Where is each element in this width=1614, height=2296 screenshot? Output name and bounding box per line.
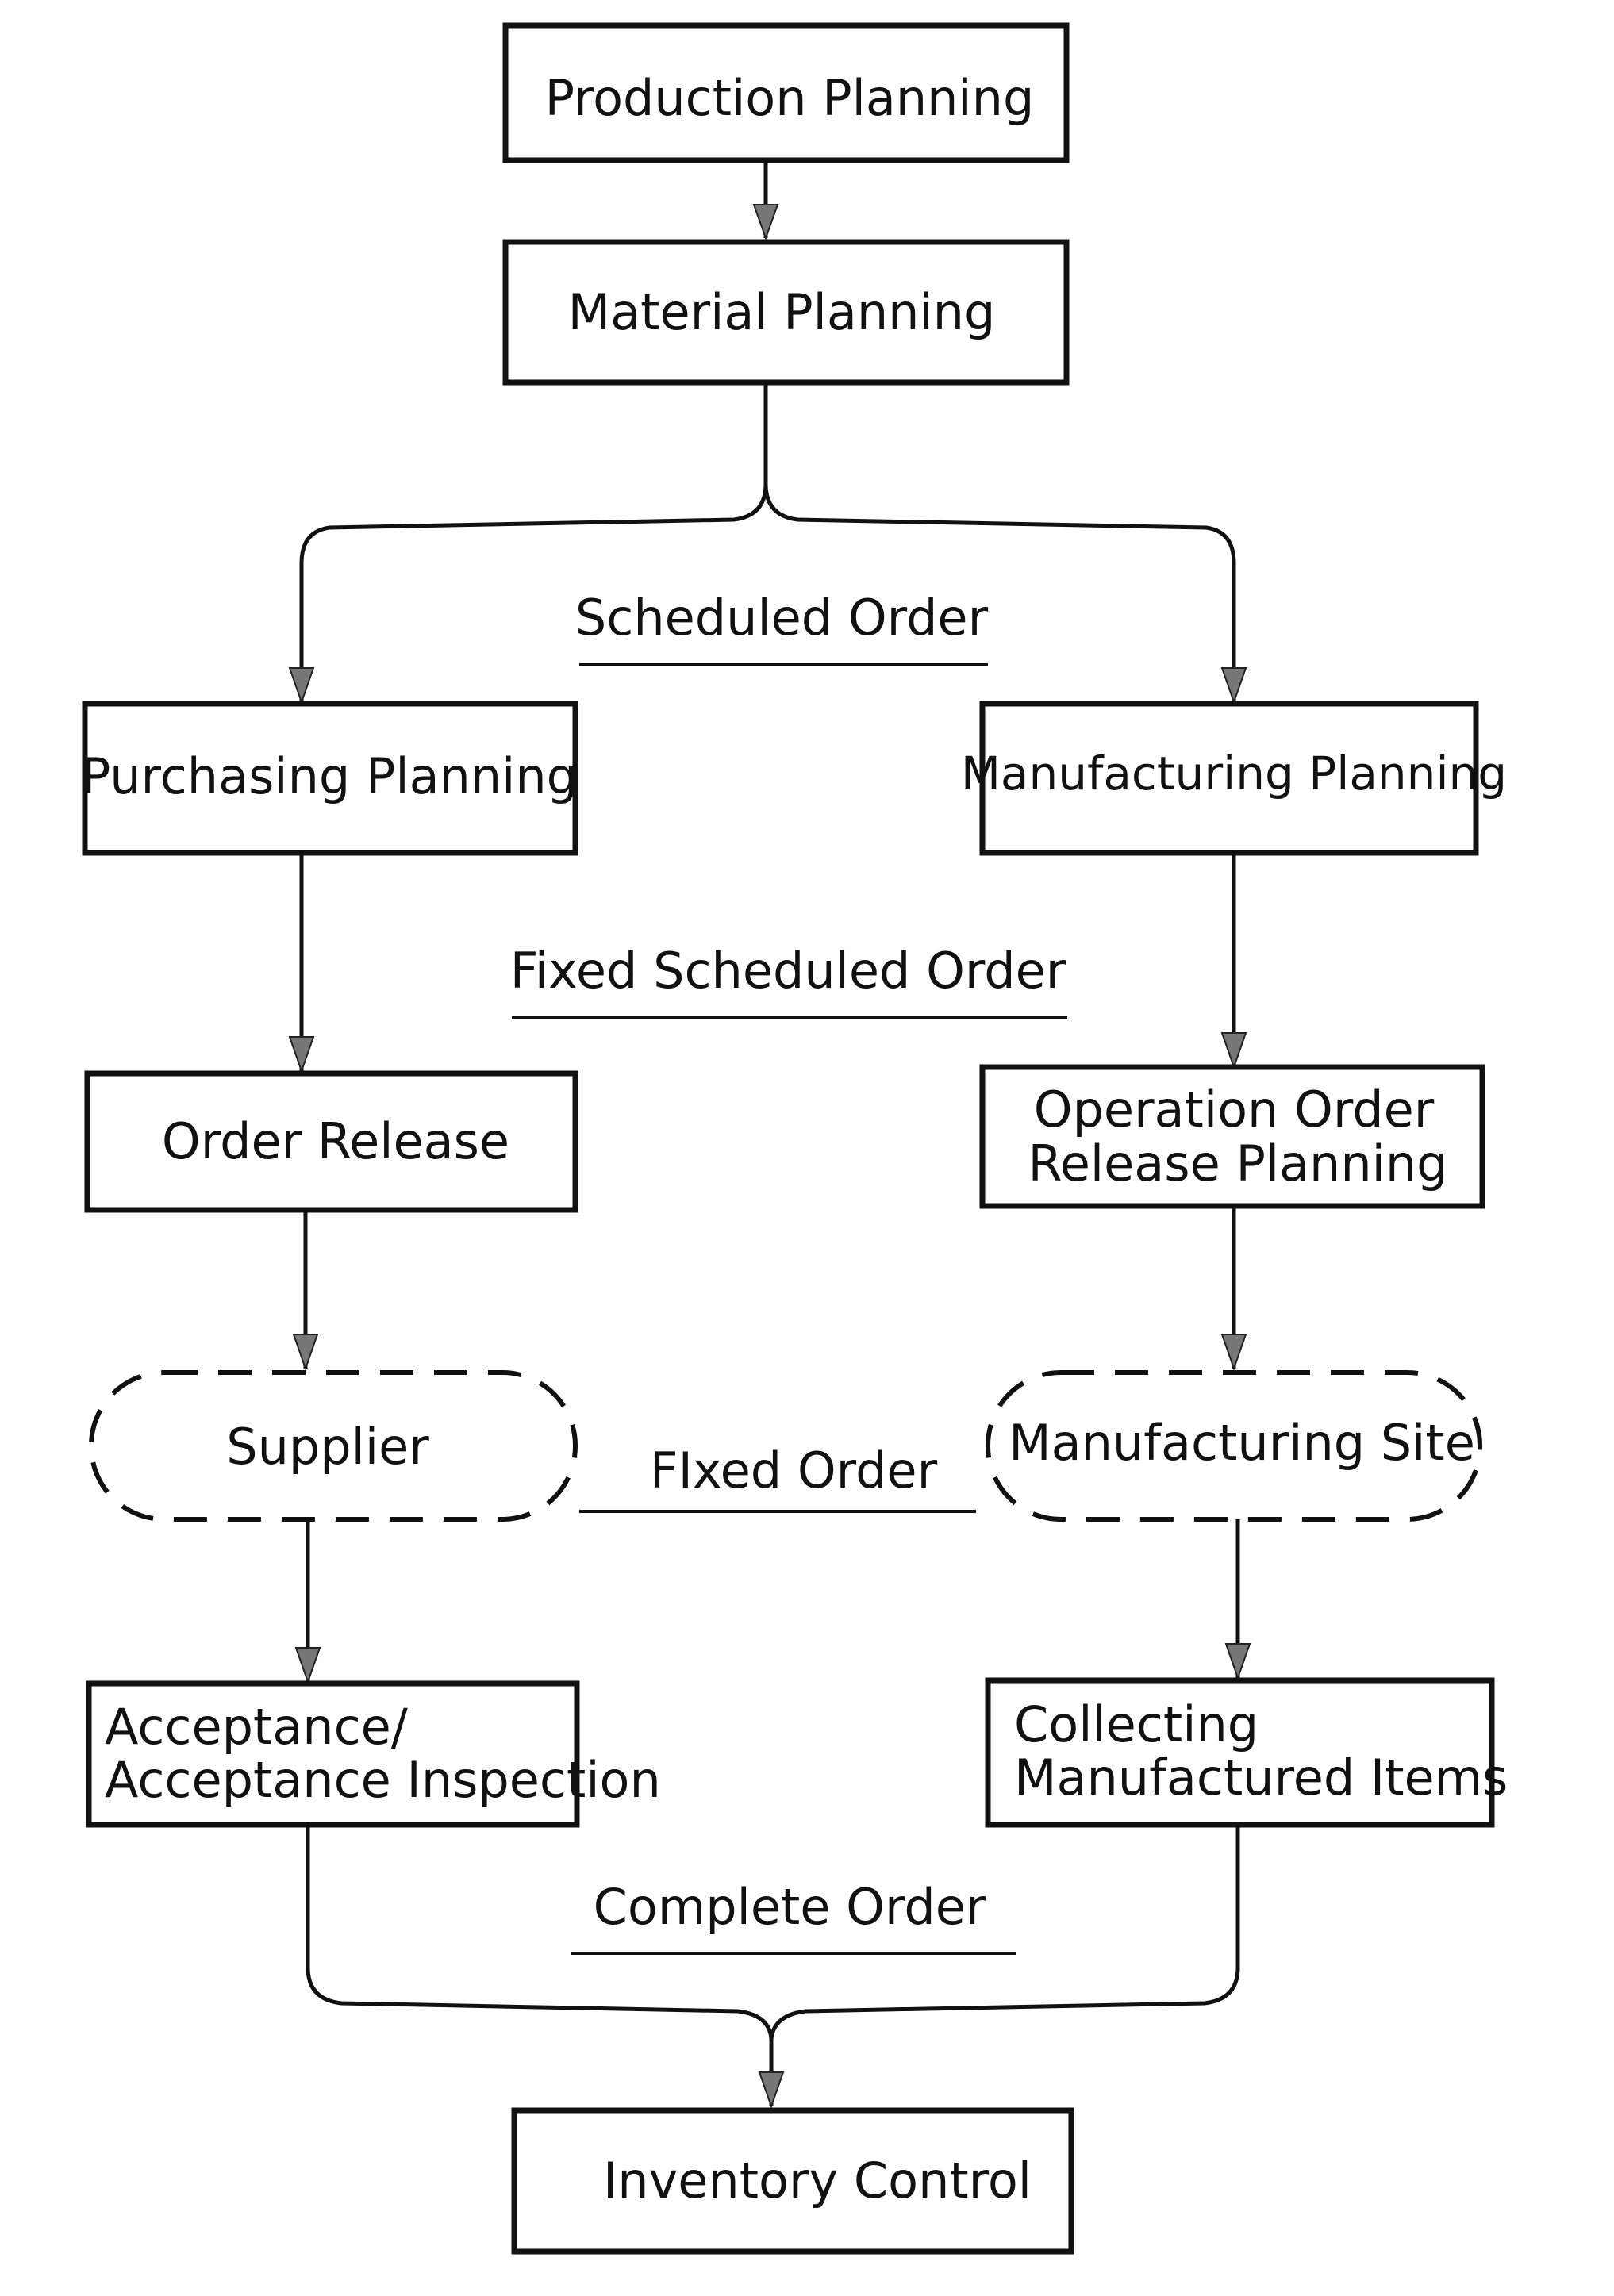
node-material-planning: Material Planning: [502, 239, 1070, 386]
arrowhead-operation-order-release: [1220, 1032, 1247, 1070]
stage-label-fixed-scheduled-order: Fixed Scheduled Order: [510, 942, 1066, 1000]
node-acceptance-inspection: Acceptance/ Acceptance Inspection: [86, 1680, 661, 1828]
arrowhead-manufacturing-planning: [1220, 667, 1247, 705]
manufacturing-planning-label: Manufacturing Planning: [961, 747, 1507, 801]
edge-split-to-manufacturing-planning: [763, 483, 1236, 702]
stage-label-complete-order: Complete Order: [594, 1878, 986, 1936]
production-planning-label: Production Planning: [545, 69, 1035, 127]
arrowhead-purchasing-planning: [288, 667, 315, 705]
collecting-manufactured-items-label-line2: Manufactured Items: [1014, 1749, 1508, 1806]
node-manufacturing-site: Manufacturing Site: [986, 1370, 1482, 1522]
arrowhead-supplier: [292, 1334, 319, 1372]
acceptance-inspection-label-line1: Acceptance/: [105, 1698, 408, 1756]
arrowhead-inventory-control: [758, 2071, 785, 2110]
node-purchasing-planning: Purchasing Planning: [81, 701, 578, 856]
stage-labels: Scheduled Order Fixed Scheduled Order FI…: [510, 589, 1066, 1936]
arrowhead-material-planning: [752, 204, 779, 240]
operation-order-release-planning-label-line2: Release Planning: [1028, 1135, 1447, 1192]
node-order-release: Order Release: [84, 1070, 578, 1213]
arrowhead-order-release: [288, 1036, 315, 1074]
edge-acceptance-to-merge: [306, 1825, 774, 2040]
operation-order-release-planning-label-line1: Operation Order: [1034, 1081, 1435, 1138]
arrowhead-acceptance: [294, 1647, 321, 1685]
collecting-manufactured-items-label-line1: Collecting: [1014, 1695, 1259, 1753]
stage-label-scheduled-order: Scheduled Order: [575, 589, 989, 647]
node-inventory-control: Inventory Control: [511, 2107, 1074, 2255]
node-supplier: Supplier: [89, 1370, 578, 1522]
edge-collecting-to-merge: [769, 1825, 1240, 2040]
node-operation-order-release-planning: Operation Order Release Planning: [979, 1064, 1485, 1209]
manufacturing-site-label: Manufacturing Site: [1009, 1414, 1475, 1472]
node-manufacturing-planning: Manufacturing Planning: [961, 701, 1507, 856]
purchasing-planning-label: Purchasing Planning: [81, 747, 578, 805]
stage-dividers: [512, 663, 1067, 1955]
edges: [299, 159, 1240, 2106]
acceptance-inspection-label-line2: Acceptance Inspection: [105, 1751, 661, 1809]
stage-label-fixed-order: FIxed Order: [650, 1442, 938, 1499]
order-release-label: Order Release: [162, 1112, 509, 1170]
arrowheads: [288, 204, 1251, 2110]
arrowhead-collecting: [1224, 1643, 1251, 1681]
node-production-planning: Production Planning: [502, 22, 1070, 163]
edge-material-to-split: [299, 382, 768, 702]
node-collecting-manufactured-items: Collecting Manufactured Items: [985, 1677, 1508, 1828]
inventory-control-label: Inventory Control: [603, 2152, 1032, 2210]
material-planning-label: Material Planning: [568, 283, 996, 341]
arrowhead-manufacturing-site: [1220, 1334, 1247, 1372]
supplier-label: Supplier: [226, 1418, 429, 1476]
